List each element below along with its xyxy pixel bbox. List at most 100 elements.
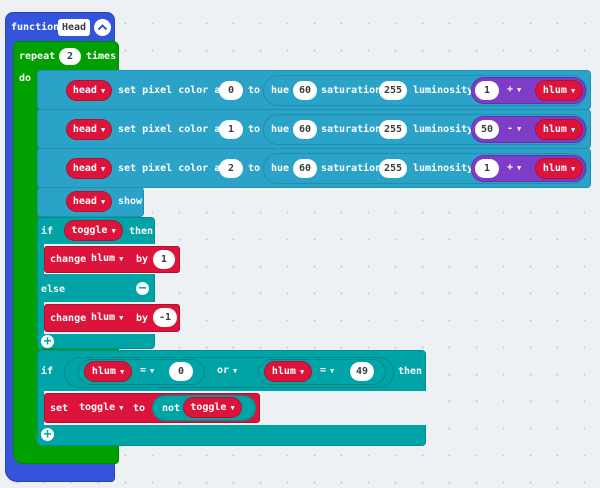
- chevron-down-icon: ▼: [119, 313, 124, 322]
- chevron-down-icon: ▼: [119, 403, 124, 412]
- math-left-input[interactable]: 1: [475, 81, 499, 100]
- hlum-dropdown[interactable]: hlum▼: [535, 80, 583, 101]
- luminosity-label: luminosity: [413, 124, 474, 135]
- toggle-variable-dropdown[interactable]: toggle▼: [64, 220, 123, 241]
- chevron-up-icon[interactable]: [94, 19, 111, 36]
- if-keyword: if: [41, 366, 54, 377]
- to-label: to: [248, 163, 261, 174]
- operator-label: =: [140, 365, 147, 376]
- set-pixel-label: set pixel color at: [118, 124, 227, 135]
- if-keyword: if: [41, 226, 54, 237]
- then-keyword: then: [398, 366, 423, 377]
- change-value-input[interactable]: 1: [153, 250, 175, 269]
- saturation-input[interactable]: 255: [379, 120, 407, 139]
- math-op-dropdown[interactable]: +▼: [507, 84, 521, 95]
- by-keyword: by: [136, 313, 149, 324]
- math-op-dropdown[interactable]: -▼: [507, 123, 521, 134]
- set-variable-dropdown[interactable]: toggle▼: [79, 402, 123, 413]
- operator-label: -: [507, 123, 514, 134]
- to-label: to: [248, 85, 261, 96]
- strip-label: head: [72, 196, 97, 207]
- chevron-down-icon: ▼: [330, 366, 335, 375]
- hue-label: hue: [271, 85, 290, 96]
- to-label: to: [133, 403, 146, 414]
- change-variable-dropdown[interactable]: hlum▼: [91, 253, 123, 264]
- math-left-input[interactable]: 50: [475, 120, 499, 139]
- set-pixel-label: set pixel color at: [118, 85, 227, 96]
- hue-label: hue: [271, 124, 290, 135]
- function-name-input[interactable]: Head: [58, 19, 90, 36]
- compare-value-input[interactable]: 49: [350, 362, 374, 381]
- chevron-down-icon: ▼: [517, 124, 522, 133]
- math-left-input[interactable]: 1: [475, 159, 499, 178]
- repeat-keyword: repeat: [19, 51, 56, 62]
- do-label: do: [19, 73, 32, 84]
- chevron-down-icon: ▼: [299, 367, 305, 376]
- pixel-index-input[interactable]: 2: [219, 159, 243, 178]
- change-value-input[interactable]: -1: [153, 308, 177, 327]
- hlum-dropdown[interactable]: hlum▼: [84, 361, 132, 382]
- saturation-input[interactable]: 255: [379, 159, 407, 178]
- variable-label: hlum: [91, 312, 116, 323]
- variable-label: toggle: [190, 402, 227, 413]
- chevron-down-icon: ▼: [230, 403, 235, 412]
- variable-label: hlum: [542, 85, 567, 96]
- chevron-down-icon: ▼: [570, 125, 576, 134]
- saturation-label: saturation: [321, 124, 382, 135]
- set-keyword: set: [50, 403, 69, 414]
- chevron-down-icon: ▼: [100, 164, 106, 173]
- times-label: times: [86, 51, 117, 62]
- change-keyword: change: [50, 254, 87, 265]
- chevron-down-icon: ▼: [150, 366, 155, 375]
- variable-label: toggle: [79, 402, 116, 413]
- strip-dropdown[interactable]: head▼: [66, 119, 112, 140]
- chevron-down-icon: ▼: [570, 164, 576, 173]
- change-keyword: change: [50, 313, 87, 324]
- strip-dropdown[interactable]: head▼: [66, 191, 112, 212]
- else-keyword: else: [41, 284, 66, 295]
- chevron-down-icon: ▼: [517, 163, 522, 172]
- operator-label: =: [320, 365, 327, 376]
- saturation-input[interactable]: 255: [379, 81, 407, 100]
- plus-icon[interactable]: +: [41, 335, 54, 348]
- toggle-variable-dropdown[interactable]: toggle▼: [183, 397, 242, 418]
- chevron-down-icon: ▼: [517, 85, 522, 94]
- compare-op-dropdown[interactable]: =▼: [140, 365, 154, 376]
- hue-input[interactable]: 60: [293, 81, 317, 100]
- compare-value-input[interactable]: 0: [169, 362, 193, 381]
- not-keyword: not: [162, 403, 181, 414]
- hue-input[interactable]: 60: [293, 159, 317, 178]
- variable-label: hlum: [542, 163, 567, 174]
- to-label: to: [248, 124, 261, 135]
- change-variable-dropdown[interactable]: hlum▼: [91, 312, 123, 323]
- luminosity-label: luminosity: [413, 85, 474, 96]
- hue-label: hue: [271, 163, 290, 174]
- luminosity-label: luminosity: [413, 163, 474, 174]
- variable-label: toggle: [71, 225, 108, 236]
- strip-label: head: [72, 85, 97, 96]
- math-op-dropdown[interactable]: +▼: [507, 162, 521, 173]
- hlum-dropdown[interactable]: hlum▼: [535, 119, 583, 140]
- or-label: or: [217, 365, 230, 376]
- pixel-index-input[interactable]: 1: [219, 120, 243, 139]
- function-keyword: function: [11, 22, 60, 33]
- pixel-index-input[interactable]: 0: [219, 81, 243, 100]
- strip-dropdown[interactable]: head▼: [66, 158, 112, 179]
- minus-icon[interactable]: −: [136, 282, 149, 295]
- operator-label: +: [507, 84, 514, 95]
- then-keyword: then: [129, 226, 154, 237]
- chevron-down-icon: ▼: [100, 86, 106, 95]
- hlum-dropdown[interactable]: hlum▼: [535, 158, 583, 179]
- variable-label: hlum: [91, 253, 116, 264]
- variable-label: hlum: [271, 366, 296, 377]
- saturation-label: saturation: [321, 85, 382, 96]
- plus-icon[interactable]: +: [41, 428, 54, 441]
- chevron-down-icon: ▼: [233, 366, 238, 375]
- chevron-down-icon: ▼: [100, 197, 106, 206]
- compare-op-dropdown[interactable]: =▼: [320, 365, 334, 376]
- or-dropdown[interactable]: or▼: [217, 365, 237, 376]
- hue-input[interactable]: 60: [293, 120, 317, 139]
- hlum-dropdown[interactable]: hlum▼: [264, 361, 312, 382]
- strip-dropdown[interactable]: head▼: [66, 80, 112, 101]
- repeat-count-input[interactable]: 2: [59, 48, 81, 65]
